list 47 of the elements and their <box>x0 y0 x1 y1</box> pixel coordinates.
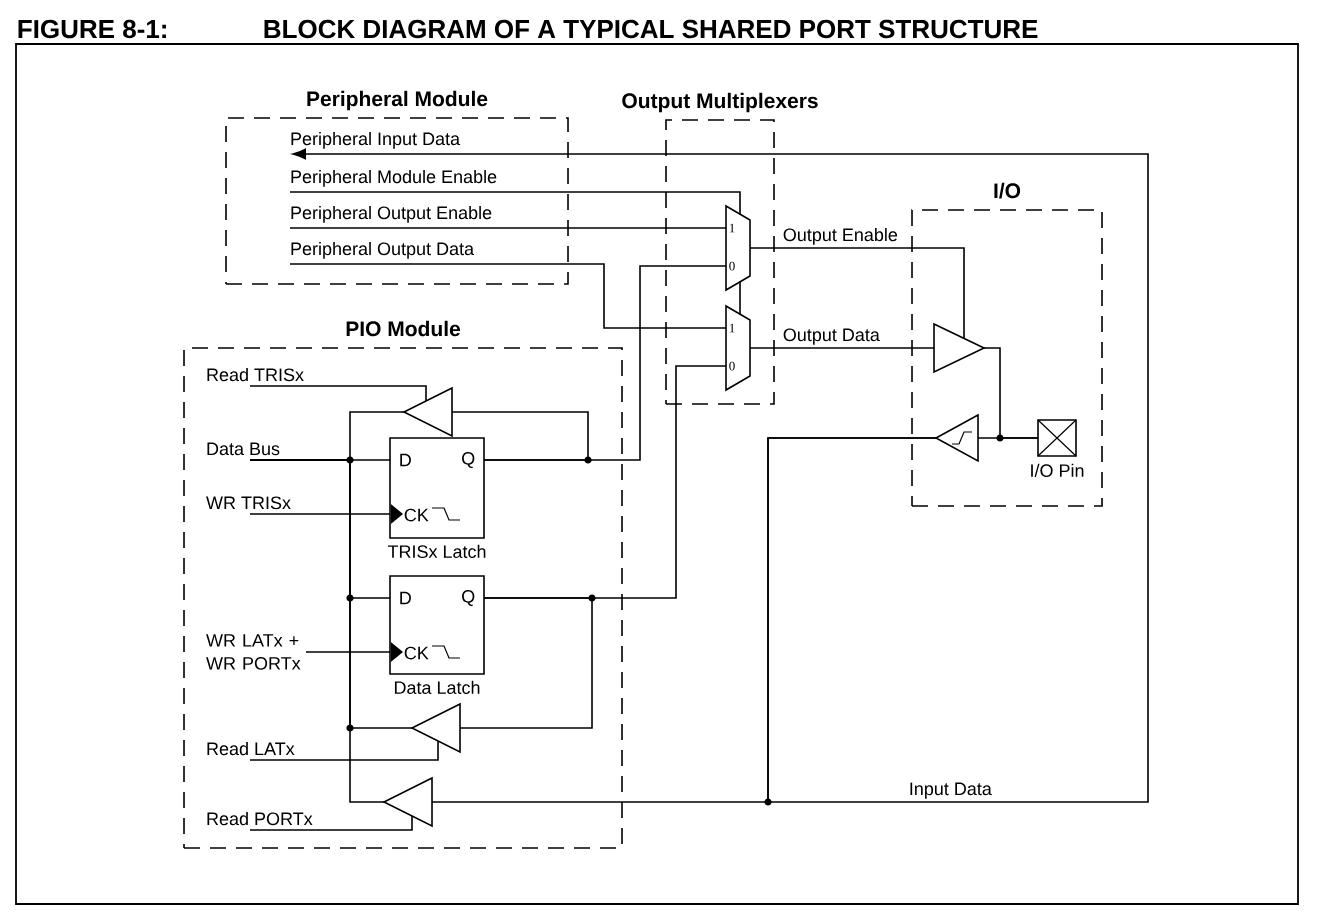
signal-line <box>749 247 965 340</box>
figure-number: FIGURE 8-1: <box>18 19 166 39</box>
title: BLOCK DIAGRAM OF A TYPICAL SHARED PORT STRUCTURE <box>264 19 1038 39</box>
signal-line <box>459 597 593 729</box>
signal-label: WR TRISx <box>206 496 291 510</box>
signal-label: Peripheral Input Data <box>291 131 461 149</box>
signal-label: Data Bus <box>207 442 280 456</box>
node-label: I/O Pin <box>1031 463 1084 478</box>
signal-line <box>451 411 589 461</box>
signal-line <box>249 459 385 803</box>
signal-line <box>249 513 391 515</box>
node-label: CK <box>404 508 429 522</box>
node-label: Q <box>462 590 475 606</box>
signal-label: WR LATx + WR PORTx <box>206 634 301 670</box>
node-label: CK <box>404 646 429 660</box>
signal-line <box>249 385 427 402</box>
node-label: D <box>400 453 411 467</box>
edge-label: Input Data <box>910 782 992 799</box>
signal-line <box>289 227 727 229</box>
latch-box: D Q CK <box>389 437 485 539</box>
signal-line <box>739 281 741 315</box>
signal-label: Read LATx <box>207 741 295 756</box>
arrow <box>292 148 1149 803</box>
node-label: Data Latch <box>394 680 480 695</box>
node-label: TRISx Latch <box>387 544 486 559</box>
signal-line <box>289 263 727 329</box>
edge-label: Output Enable <box>783 227 898 245</box>
node-label: Q <box>462 452 475 468</box>
signal-line <box>977 437 1039 439</box>
signal-line <box>431 437 937 803</box>
signal-label: Peripheral Output Enable <box>291 205 492 223</box>
signal-line <box>749 347 935 349</box>
node-label: D <box>400 591 411 605</box>
signal-line <box>289 191 741 215</box>
node-label: Output Multiplexers <box>622 92 818 113</box>
signal-label: Peripheral Module Enable <box>291 169 497 187</box>
signal-line <box>249 740 439 761</box>
signal-line <box>305 651 391 653</box>
signal-line <box>249 815 413 831</box>
latch-box: D Q CK <box>389 575 485 675</box>
node-label: I/O <box>994 182 1021 199</box>
node-label: PIO Module <box>346 320 461 337</box>
edge-label: Output Data <box>783 328 880 345</box>
node-label: Peripheral Module <box>307 90 488 111</box>
signal-label: Read TRISx <box>207 367 304 382</box>
signal-label: Read PORTx <box>207 811 313 826</box>
signal-label: Peripheral Output Data <box>291 241 475 259</box>
